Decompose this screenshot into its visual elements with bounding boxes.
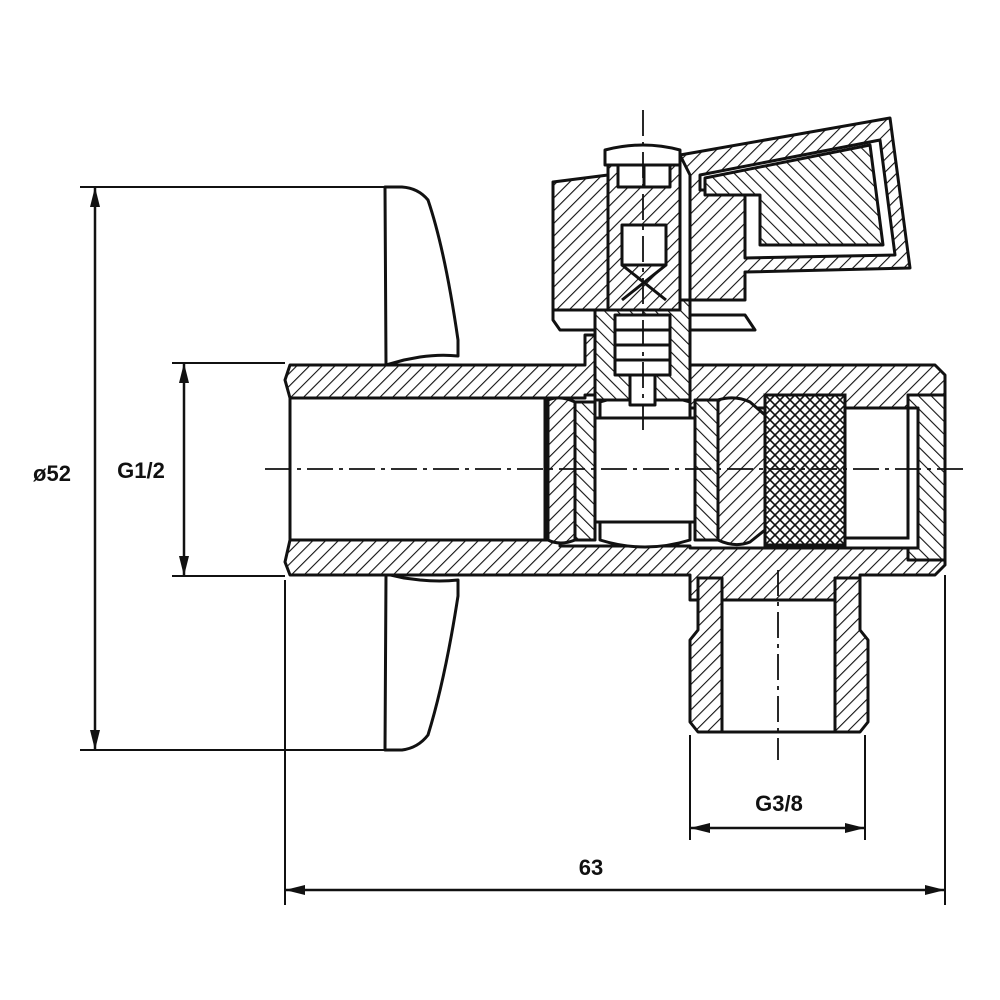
- extension-lines: [80, 186, 946, 905]
- stem-cap: [603, 143, 682, 312]
- center-lines: [265, 110, 965, 760]
- ball-core: [546, 393, 767, 549]
- inlet-thread-label: G1/2: [117, 458, 165, 483]
- handle-lever: [551, 116, 912, 332]
- filter-mesh: [763, 393, 910, 547]
- outlet-thread-label: G3/8: [755, 791, 803, 816]
- escutcheon-flange: [383, 185, 460, 752]
- dimension-lines: [90, 187, 945, 895]
- overall-length-label: 63: [579, 855, 603, 880]
- outer-diameter-label: ø52: [33, 461, 71, 486]
